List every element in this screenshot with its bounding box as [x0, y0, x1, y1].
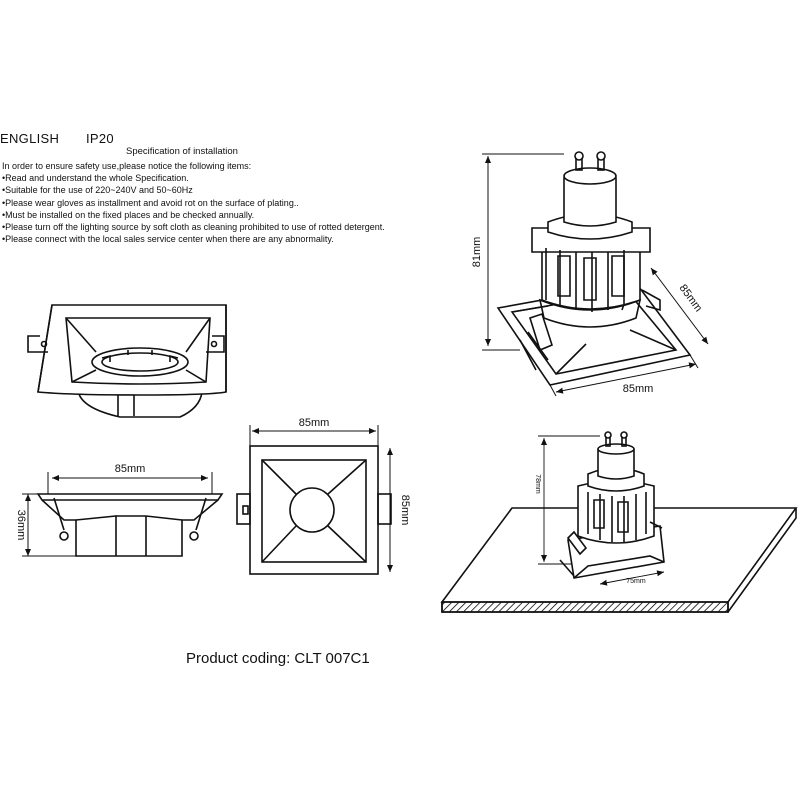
iso-dimensions [482, 153, 709, 397]
language-label: ENGLISH [0, 131, 60, 146]
iso-width-label: 85mm [623, 383, 654, 395]
spec-line: •Please turn off the lighting source by … [2, 222, 385, 233]
install-height-label: 78mm [534, 474, 541, 494]
top-width-label: 85mm [299, 417, 330, 429]
spec-line: •Must be installed on the fixed places a… [2, 209, 255, 220]
iso-height-label: 81mm [471, 237, 483, 268]
top-view [236, 425, 393, 575]
top-height-label: 85mm [399, 495, 411, 526]
side-view [22, 472, 224, 557]
spec-title: Specification of installation [126, 146, 238, 157]
ip-rating: IP20 [86, 131, 114, 146]
install-cutout-label: 75mm [626, 578, 646, 585]
iso-depth-label: 85mm [677, 282, 705, 314]
spec-list: In order to ensure safety use,please not… [2, 160, 385, 245]
side-height-label: 36mm [15, 510, 27, 541]
spec-line: In order to ensure safety use,please not… [2, 161, 252, 171]
isometric-view [496, 151, 692, 386]
product-coding: Product coding: CLT 007C1 [186, 650, 370, 667]
install-dimensions [538, 435, 665, 586]
spec-line: •Read and understand the whole Specifica… [2, 173, 189, 184]
perspective-view [27, 304, 227, 418]
spec-line: •Please wear gloves as installment and a… [2, 197, 299, 208]
side-width-label: 85mm [115, 463, 146, 475]
spec-line: •Suitable for the use of 220~240V and 50… [2, 185, 193, 196]
spec-line: •Please connect with the local sales ser… [2, 234, 334, 245]
installation-view [440, 431, 798, 613]
